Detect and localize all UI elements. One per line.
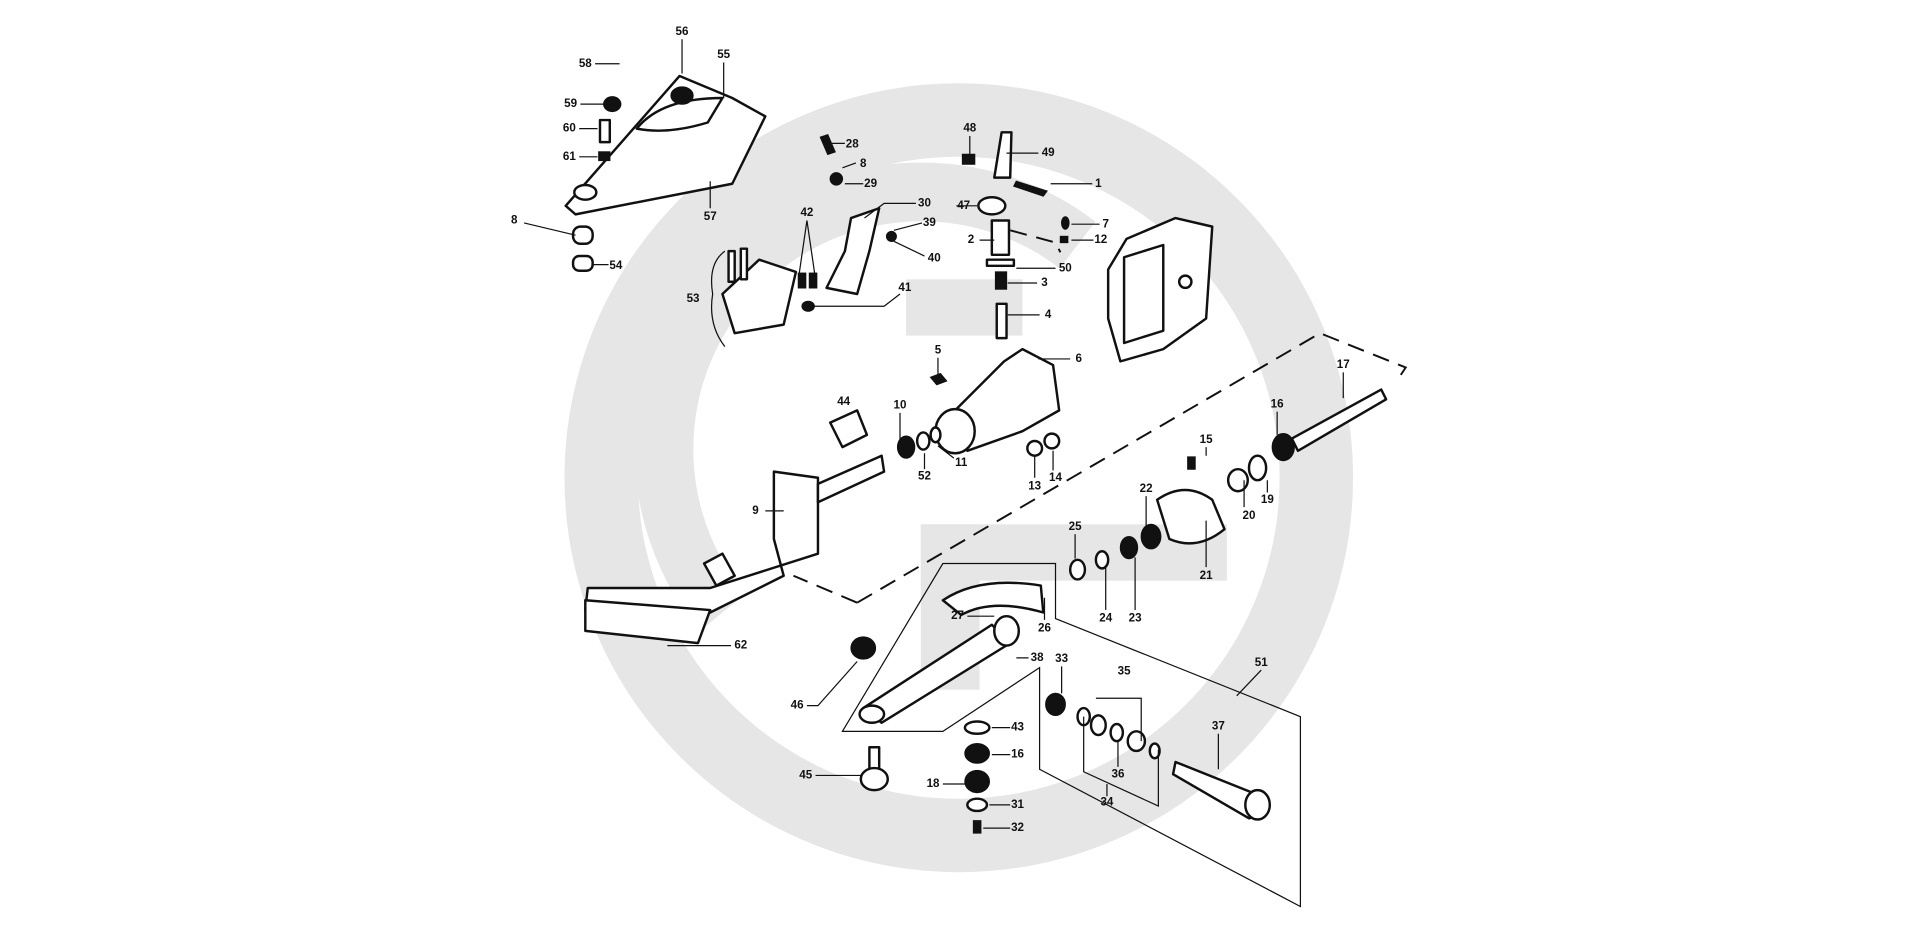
part-lever-assembly-51 [841,562,1302,908]
callout-32: 32 [1011,821,1024,834]
callout-43: 43 [1011,721,1024,734]
callout-4: 4 [1045,308,1052,321]
callout-37: 37 [1212,720,1225,733]
callout-52: 52 [918,470,931,483]
part-lower-hardware [859,720,991,834]
callout-54: 54 [609,259,622,272]
callout-17: 17 [1337,358,1350,371]
callout-7: 7 [1102,217,1108,230]
callout-36: 36 [1111,767,1124,780]
callout-15: 15 [1200,433,1213,446]
callout-40: 40 [928,252,941,265]
callout-50: 50 [1059,261,1072,274]
callout-6: 6 [1076,352,1083,365]
callout-19: 19 [1261,493,1274,506]
callout-53: 53 [687,292,700,305]
part-housing [1106,216,1214,363]
callout-46: 46 [791,699,804,712]
callout-44: 44 [837,395,850,408]
callout-30: 30 [918,196,931,209]
callout-22: 22 [1140,482,1153,495]
callout-62: 62 [734,639,747,652]
callout-45: 45 [799,769,812,782]
callout-47: 47 [957,199,970,212]
callout-labels: 56 55 58 59 60 61 57 8 54 28 8 29 30 39 … [511,25,1350,834]
callout-24: 24 [1099,612,1112,625]
callout-8: 8 [511,214,518,227]
callout-26: 26 [1038,622,1051,635]
callout-18: 18 [927,777,940,790]
callout-23: 23 [1129,612,1142,625]
callout-27: 27 [951,609,964,622]
callout-29: 29 [864,177,877,190]
callout-59: 59 [564,97,577,110]
part-cover-55 [564,74,767,216]
assembly-dashed-lines [793,229,1408,604]
callout-25: 25 [1069,520,1082,533]
callout-61: 61 [563,150,576,163]
callout-9: 9 [752,504,759,517]
callout-14: 14 [1049,471,1062,484]
callout-34: 34 [1100,795,1113,808]
callout-58: 58 [579,57,592,70]
callout-21: 21 [1200,569,1213,582]
callout-16b: 16 [1011,748,1024,761]
callout-1: 1 [1095,177,1102,190]
callout-38: 38 [1031,651,1044,664]
part-bracket-30 [797,133,897,312]
callout-31: 31 [1011,798,1024,811]
callout-57: 57 [704,210,717,223]
callout-13: 13 [1028,479,1041,492]
callout-41: 41 [898,281,911,294]
part-bracket-53 [710,247,798,348]
part-small-hardware-left [571,96,622,272]
part-control-upper [961,131,1070,340]
callout-51: 51 [1255,656,1268,669]
callout-33: 33 [1055,652,1068,665]
part-frame-9 [584,454,886,645]
callout-20: 20 [1243,509,1256,522]
callout-28: 28 [846,138,859,151]
callout-42: 42 [800,206,813,219]
callout-55: 55 [717,48,730,61]
callout-60: 60 [563,122,576,135]
callout-3: 3 [1041,276,1048,289]
callout-11: 11 [955,456,968,469]
part-shift-body-6 [929,347,1061,457]
part-seals-left [828,409,942,459]
part-output-shaft [1068,388,1388,581]
callout-8b: 8 [860,157,867,170]
callout-10: 10 [894,399,907,412]
callout-5: 5 [935,343,942,356]
callout-39: 39 [923,216,936,229]
callout-16: 16 [1271,397,1284,410]
callout-56: 56 [676,25,689,38]
callout-2: 2 [968,233,974,246]
leader-lines [523,39,1344,829]
callout-12: 12 [1094,233,1107,246]
callout-35: 35 [1118,664,1131,677]
callout-49: 49 [1042,146,1055,159]
callout-48: 48 [963,122,976,135]
